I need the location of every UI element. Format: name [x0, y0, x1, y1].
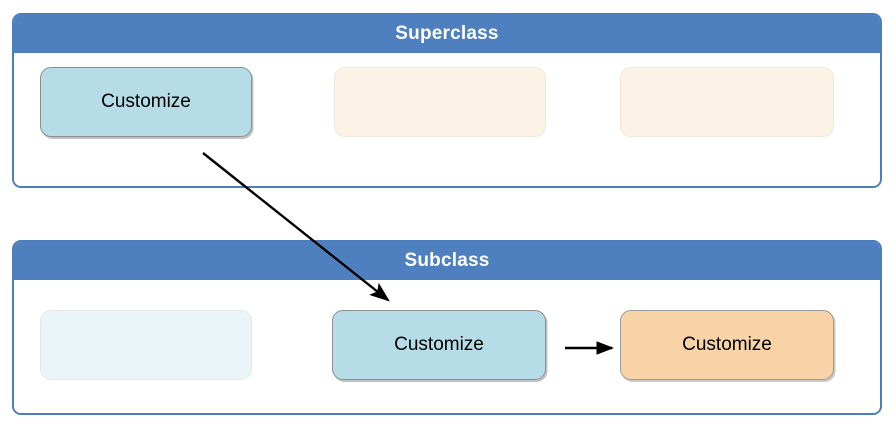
superclass-member-customize[interactable]: Customize [40, 67, 252, 137]
superclass-member-empty-1[interactable] [334, 67, 546, 137]
subclass-title: Subclass [14, 242, 880, 280]
subclass-member-customize-override[interactable]: Customize [620, 310, 834, 380]
subclass-container[interactable]: Subclass Customize Customize [12, 240, 882, 415]
subclass-member-2-label: Customize [682, 334, 772, 355]
superclass-member-empty-2[interactable] [620, 67, 834, 137]
superclass-body: Customize [14, 53, 880, 186]
subclass-member-1-label: Customize [394, 334, 484, 355]
subclass-member-empty-0[interactable] [40, 310, 252, 380]
superclass-container[interactable]: Superclass Customize [12, 13, 882, 188]
subclass-body: Customize Customize [14, 280, 880, 413]
superclass-member-0-label: Customize [101, 91, 191, 112]
subclass-member-customize-inherited[interactable]: Customize [332, 310, 546, 380]
superclass-title: Superclass [14, 15, 880, 53]
